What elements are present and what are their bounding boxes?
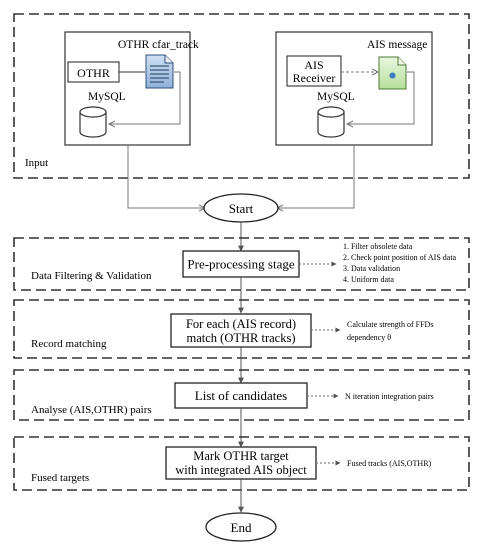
start-label: Start — [229, 201, 254, 216]
ais-file-to-db-connector — [348, 71, 415, 125]
input-section-border — [13, 13, 470, 179]
ais-to-start-connector — [278, 145, 355, 209]
othr-panel: OTHR cfar_track OTHR MySQL — [64, 31, 199, 146]
preprocess-note-2: 2. Check point position of AIS data — [343, 253, 457, 262]
match-note-line2: dependency θ — [347, 333, 391, 342]
preprocess-note-3: 3. Data validation — [343, 264, 400, 273]
candidates-note: N iteration integration pairs — [345, 392, 434, 401]
match-note-line1: Calculate strength of FFDs — [347, 320, 433, 329]
ais-receiver-line2: Receiver — [293, 71, 336, 85]
ais-receiver-line1: AIS — [304, 58, 323, 72]
mark-box-line2: with integrated AIS object — [175, 463, 307, 477]
othr-box-label: OTHR — [77, 66, 110, 80]
ais-db-label: MySQL — [317, 91, 355, 103]
match-box-line1: For each (AIS record) — [186, 317, 296, 331]
candidates-label: List of candidates — [195, 388, 287, 403]
preprocess-note-4: 4. Uniform data — [343, 275, 394, 284]
mark-note: Fused tracks (AIS,OTHR) — [347, 459, 432, 468]
analyse-section-border — [13, 369, 470, 421]
preprocess-note-1: 1. Filter obsolete data — [343, 242, 413, 251]
ais-panel: AIS message AIS Receiver ‹› MySQL — [275, 31, 433, 146]
ais-receiver-box — [286, 55, 342, 87]
analyse-section-label: Analyse (AIS,OTHR) pairs — [31, 404, 152, 416]
match-box-line2: match (OTHR tracks) — [187, 331, 296, 345]
end-label: End — [231, 520, 252, 535]
ais-source-label: AIS message — [367, 39, 427, 51]
othr-db-label: MySQL — [88, 91, 126, 103]
matching-section-label: Record matching — [31, 338, 107, 350]
analyse-section: Analyse (AIS,OTHR) pairs List of candida… — [13, 369, 470, 421]
fused-section-label: Fused targets — [31, 472, 89, 484]
end-node: End — [205, 512, 277, 542]
database-icon — [317, 106, 345, 138]
othr-doc-to-db-connector — [110, 71, 181, 125]
othr-source-label: OTHR cfar_track — [118, 39, 199, 51]
input-section-label: Input — [25, 157, 48, 169]
match-box — [170, 313, 312, 348]
xml-file-icon: ‹› — [378, 56, 407, 90]
document-icon — [145, 54, 174, 89]
filtering-section: Data Filtering & Validation Pre-processi… — [13, 237, 470, 291]
candidates-box — [174, 382, 308, 409]
filtering-section-border — [13, 237, 470, 291]
preprocess-label: Pre-processing stage — [187, 257, 294, 272]
matching-section: Record matching For each (AIS record) ma… — [13, 299, 470, 359]
mark-box-line1: Mark OTHR target — [193, 449, 289, 463]
othr-to-start-connector — [127, 145, 204, 209]
fused-section: Fused targets Mark OTHR target with inte… — [13, 436, 470, 491]
filtering-section-label: Data Filtering & Validation — [31, 270, 152, 282]
input-section: Input OTHR cfar_track OTHR MySQL — [13, 13, 470, 179]
start-node: Start — [203, 193, 279, 223]
database-icon — [79, 106, 107, 138]
